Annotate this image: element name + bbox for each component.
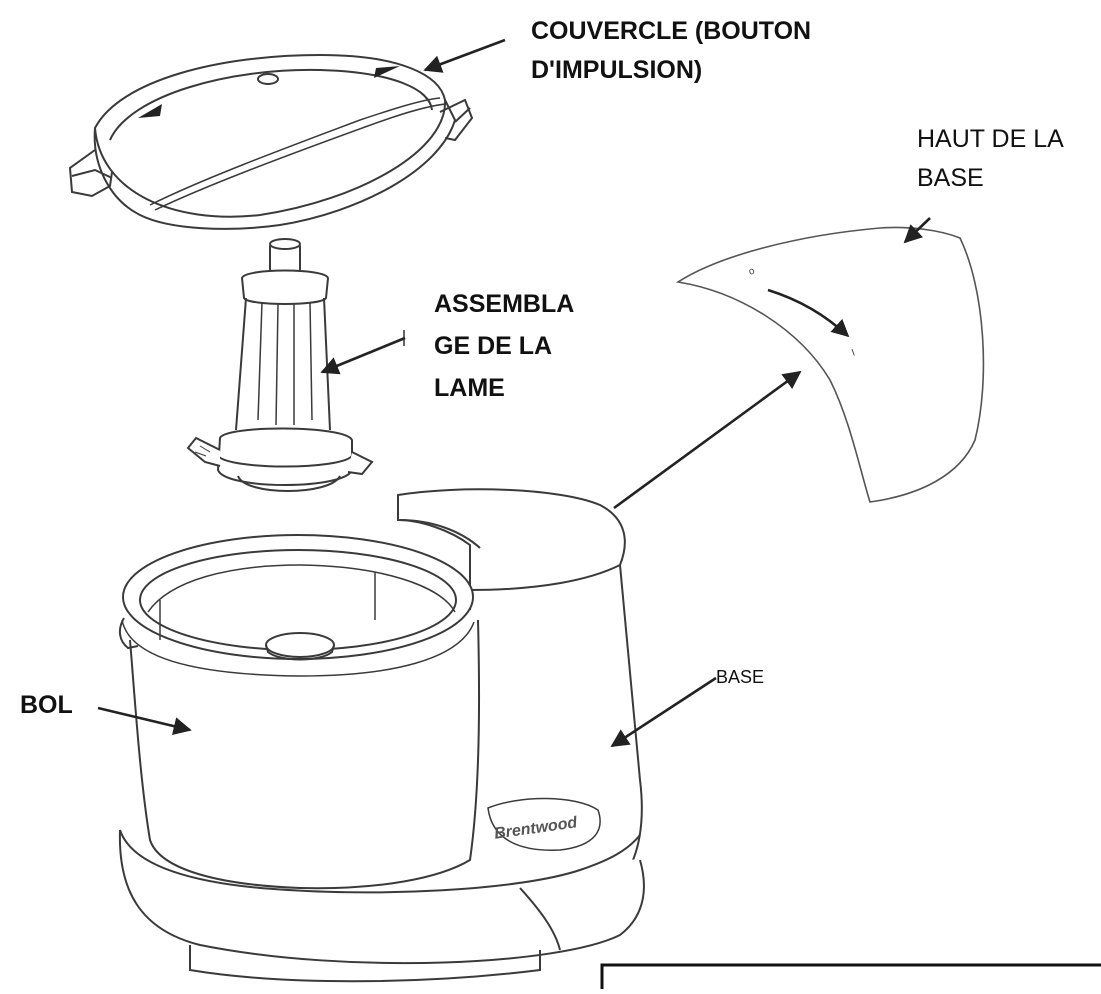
arrow-lid — [423, 38, 506, 73]
arrow-panel — [613, 370, 802, 510]
base-top-drawing: o I — [675, 226, 985, 503]
label-bowl: BOL — [20, 691, 73, 719]
arrow-blade — [320, 336, 406, 375]
bottom-right-frame — [600, 963, 1101, 989]
label-blade-assembly: ASSEMBLA GE DE LA LAME — [434, 283, 574, 409]
arrow-bowl — [97, 706, 192, 736]
label-blade-line-3: LAME — [434, 374, 505, 402]
label-base-top-line-2: BASE — [917, 164, 984, 192]
svg-text:o: o — [747, 265, 756, 277]
arrow-base — [610, 676, 717, 748]
label-base: BASE — [716, 667, 765, 687]
label-base-top-line-1: HAUT DE LA — [917, 125, 1064, 153]
callout-arrows — [97, 38, 931, 748]
arrow-base-top — [903, 217, 931, 244]
lid-drawing — [68, 53, 474, 230]
label-lid: COUVERCLE (BOUTON D'IMPULSION) — [531, 12, 811, 90]
label-lid-line-2: D'IMPULSION) — [531, 56, 703, 84]
label-blade-line-1: ASSEMBLA — [434, 290, 575, 318]
bowl-drawing — [118, 534, 481, 890]
blade-assembly-drawing — [186, 238, 374, 492]
svg-text:I: I — [850, 348, 856, 359]
label-blade-line-2: GE DE LA — [434, 332, 553, 360]
label-base-top: HAUT DE LA BASE — [917, 120, 1064, 198]
label-lid-line-1: COUVERCLE (BOUTON — [531, 17, 812, 45]
